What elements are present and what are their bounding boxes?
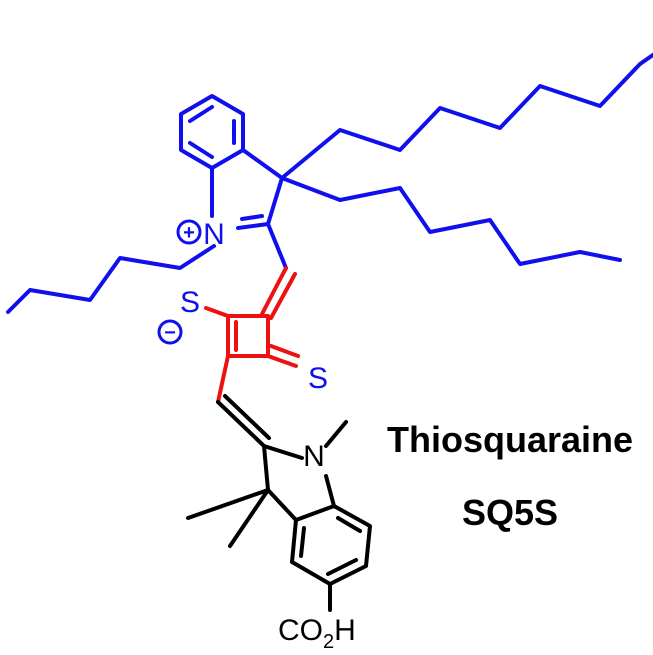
ring-bond <box>324 474 336 508</box>
thione-double-bond <box>266 354 298 368</box>
indolium-unit <box>6 52 653 314</box>
thiolate-sulfur-label: S <box>180 286 200 319</box>
benzene-double-bond <box>326 558 358 576</box>
negative-charge-circle <box>157 319 183 345</box>
benzene-double-bond <box>188 141 214 159</box>
ring-bond <box>266 176 284 226</box>
positive-charge-circle <box>176 219 202 245</box>
indoline-nitrogen-label: N <box>303 440 325 473</box>
exocyclic-double-bond <box>260 266 288 316</box>
compound-caption: Thiosquaraine SQ5S <box>387 419 633 533</box>
indoline-benzene-ring <box>290 504 372 586</box>
benzene-double-bond <box>188 105 214 123</box>
lower-methine-bond <box>216 354 230 404</box>
ring-double-bond <box>240 214 264 221</box>
ring-bond <box>236 222 270 230</box>
h-text: H <box>334 614 356 647</box>
n-methyl-bond <box>324 420 348 448</box>
methyl-bond <box>228 488 270 548</box>
hexyl-chain <box>6 244 216 314</box>
ring-bond <box>262 444 304 460</box>
negative-charge-sign: − <box>164 322 176 344</box>
co-text: CO <box>278 614 323 647</box>
thione-sulfur-label: S <box>308 362 328 395</box>
octyl-chain <box>280 176 622 266</box>
ring-bond <box>241 148 284 180</box>
c-s-bond <box>204 306 230 318</box>
indolium-labels: + N <box>176 218 225 251</box>
ring-bond <box>262 444 270 492</box>
benzene-double-bond <box>336 516 362 533</box>
indolium-nitrogen-label: N <box>203 218 225 251</box>
benzene-double-bond <box>299 526 306 558</box>
decyl-chain <box>280 52 653 180</box>
squarate-core <box>204 266 300 404</box>
positive-charge-sign: + <box>183 222 195 244</box>
compound-class-name: Thiosquaraine <box>387 419 633 460</box>
indoline-labels: N CO2H <box>278 440 356 653</box>
compound-code: SQ5S <box>462 492 558 533</box>
thione-double-bond <box>269 344 300 358</box>
methine-double-bond <box>216 400 266 448</box>
ring-bond <box>266 488 298 522</box>
methine-double-bond <box>223 394 271 440</box>
subscript-two: 2 <box>323 631 334 653</box>
carboxylic-acid-label: CO2H <box>278 614 356 653</box>
methyl-bond <box>186 488 270 520</box>
indoline-unit <box>186 394 372 612</box>
methine-bond <box>266 222 288 270</box>
exocyclic-double-bond <box>269 272 297 320</box>
sulfur-labels: S − S <box>157 286 328 395</box>
